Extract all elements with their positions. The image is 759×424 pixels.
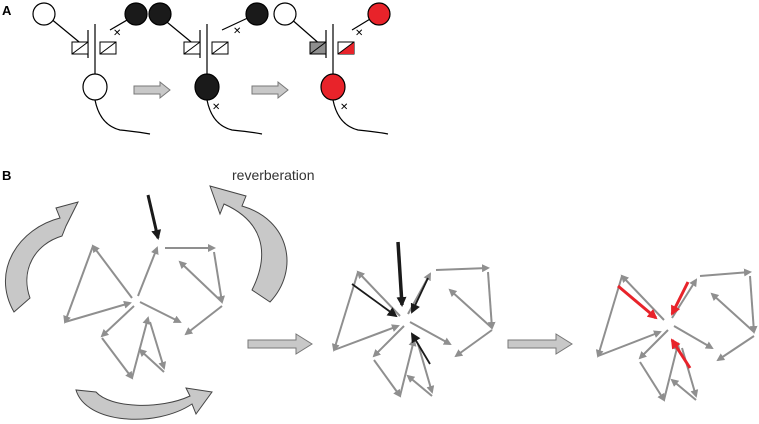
panel-b-label: B [2,168,11,183]
input-neuron-right [245,2,269,26]
postsynaptic-neuron [194,73,220,101]
panel-b-network-3 [595,268,758,402]
stage-arrow-a1 [133,80,171,100]
input-neuron-left [148,2,172,26]
panel-b-network-1 [63,244,226,380]
panel-b-inputs-3 [617,281,692,369]
svg-text:✕: ✕ [340,102,348,113]
panel-a-stage-2: ✕ ✕ [148,2,269,135]
input-neuron-left [273,2,297,26]
postsynaptic-neuron [320,73,346,101]
reverberation-label: reverberation [232,167,315,183]
stage-arrow-b1 [247,333,313,355]
reverberation-arrow-bottom [75,387,213,420]
input-neuron-right [124,2,148,26]
panel-a-label: A [2,3,12,18]
svg-text:✕: ✕ [212,102,220,113]
postsynaptic-neuron [82,73,108,101]
svg-text:✕: ✕ [233,26,241,37]
input-neuron-left [32,2,56,26]
panel-a-stage-1: ✕ [32,2,151,135]
svg-text:✕: ✕ [113,28,121,39]
external-input-arrow [146,194,162,240]
stage-arrow-b2 [507,333,573,355]
svg-text:✕: ✕ [355,28,363,39]
stage-arrow-a2 [251,80,289,100]
panel-a-stage-3: ✕ ✕ [273,2,391,135]
panel-b-inputs-2 [351,241,431,365]
reverberation-arrow-left [4,201,79,313]
input-neuron-right [367,2,391,26]
reverberation-arrow-right [209,185,288,303]
